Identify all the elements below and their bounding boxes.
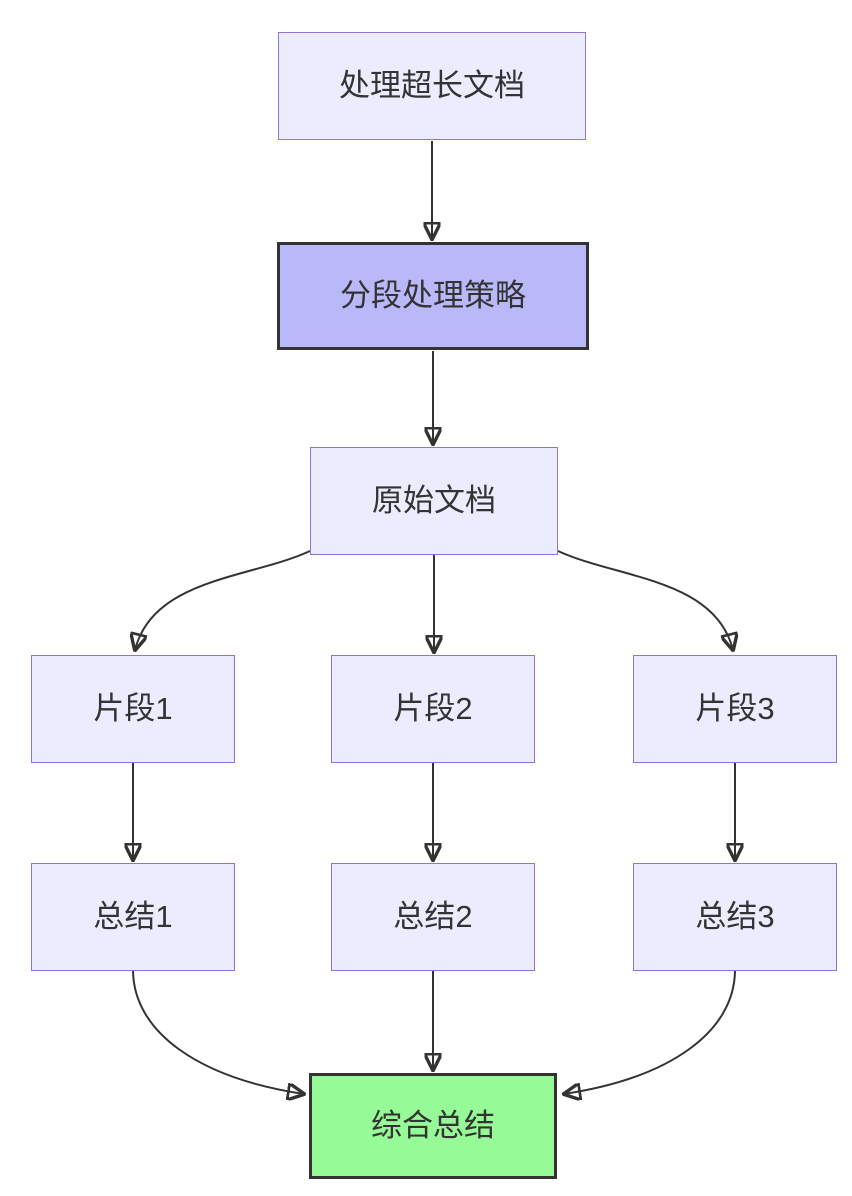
node-original: 原始文档 [310,447,558,555]
node-original-label: 原始文档 [372,483,496,519]
node-sum3: 总结3 [633,863,837,971]
node-final: 综合总结 [309,1073,557,1179]
node-final-label: 综合总结 [371,1108,495,1144]
node-sum3-label: 总结3 [695,899,775,935]
node-strategy: 分段处理策略 [277,242,589,350]
node-frag2-label: 片段2 [393,691,473,727]
node-frag1: 片段1 [31,655,235,763]
node-strategy-label: 分段处理策略 [340,278,526,314]
edge-sum3-final [564,970,736,1094]
node-frag2: 片段2 [331,655,535,763]
node-frag3-label: 片段3 [695,691,775,727]
edge-original-frag1 [135,550,311,650]
node-sum2-label: 总结2 [393,899,473,935]
node-sum1-label: 总结1 [93,899,173,935]
node-frag3: 片段3 [633,655,837,763]
node-doc: 处理超长文档 [278,32,586,140]
node-sum1: 总结1 [31,863,235,971]
node-sum2: 总结2 [331,863,535,971]
edge-original-frag3 [557,550,733,650]
node-frag1-label: 片段1 [93,691,173,727]
edge-sum1-final [132,970,304,1094]
node-doc-label: 处理超长文档 [339,68,525,104]
